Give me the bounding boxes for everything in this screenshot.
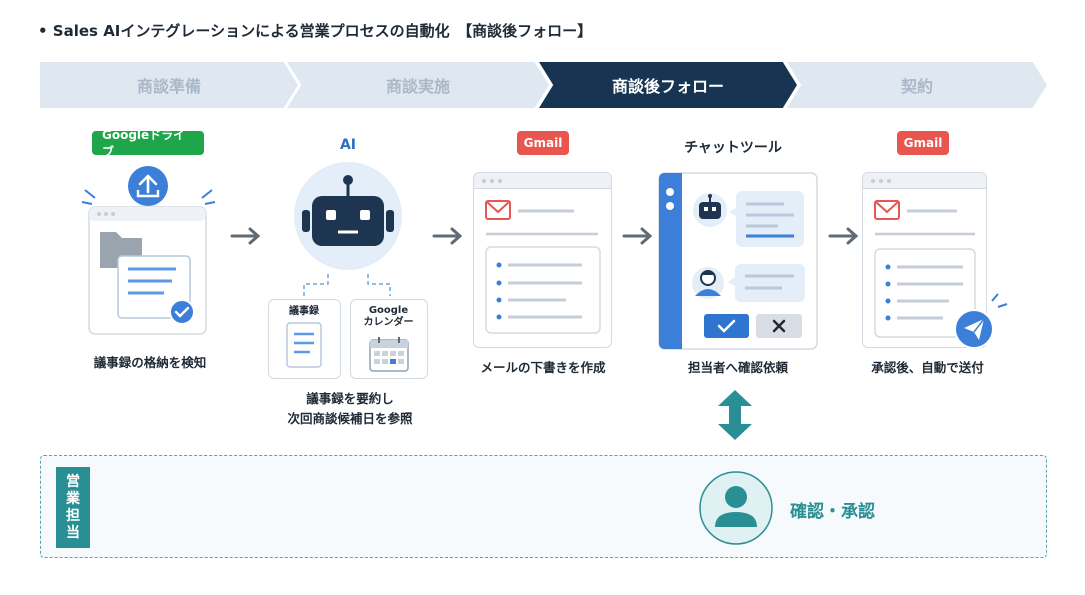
page-title: • Sales AIインテグレーションによる営業プロセスの自動化 【商談後フォロ… bbox=[38, 22, 593, 40]
chat-tool-label: チャットツール bbox=[684, 140, 782, 156]
user-icon bbox=[699, 471, 773, 545]
minutes-card: 議事録 bbox=[268, 299, 341, 379]
stage-follow-up: 商談後フォロー bbox=[539, 62, 797, 108]
user-icon bbox=[692, 267, 724, 299]
robot-icon bbox=[693, 193, 727, 227]
check-icon bbox=[704, 314, 749, 338]
stage-label: 商談準備 bbox=[136, 77, 201, 96]
window-bar bbox=[474, 173, 611, 189]
stage-label: 契約 bbox=[900, 77, 933, 96]
sales-tag-char: 営 bbox=[66, 473, 80, 490]
window-bar bbox=[863, 173, 986, 189]
calendar-icon bbox=[369, 337, 409, 372]
arrow-right-icon bbox=[432, 227, 463, 245]
drive-illustration bbox=[81, 166, 216, 335]
upload-icon bbox=[81, 166, 216, 206]
ai-caption-line2: 次回商談候補日を参照 bbox=[287, 411, 413, 426]
sales-tag-char: 担 bbox=[66, 507, 80, 524]
ai-label: AI bbox=[339, 137, 357, 153]
document-icon bbox=[117, 255, 191, 319]
gmail-draft-caption: メールの下書きを作成 bbox=[480, 360, 606, 375]
ai-caption: 議事録を要約し 次回商談候補日を参照 bbox=[250, 389, 450, 429]
stage-meeting: 商談実施 bbox=[287, 62, 549, 108]
mail-icon bbox=[874, 200, 900, 220]
ai-caption-line1: 議事録を要約し bbox=[306, 391, 394, 406]
close-icon bbox=[756, 314, 802, 338]
chat-caption: 担当者へ確認依頼 bbox=[687, 360, 788, 375]
arrow-right-icon bbox=[230, 227, 261, 245]
sales-tag-char: 業 bbox=[66, 490, 80, 507]
stage-label: 商談後フォロー bbox=[611, 77, 724, 96]
stage-label: 商談実施 bbox=[385, 77, 450, 96]
calendar-card: Google カレンダー bbox=[350, 299, 428, 379]
mail-draft-content bbox=[485, 200, 601, 334]
mail-draft-window bbox=[473, 172, 612, 348]
stage-preparation: 商談準備 bbox=[40, 62, 298, 108]
double-arrow-icon bbox=[718, 390, 752, 440]
gmail-badge: Gmail bbox=[517, 131, 569, 155]
sales-rep-tag: 営 業 担 当 bbox=[56, 467, 90, 548]
mail-icon bbox=[485, 200, 511, 220]
google-drive-badge: Googleドライブ bbox=[92, 128, 204, 159]
ai-illustration bbox=[294, 162, 402, 296]
chat-window bbox=[658, 172, 818, 350]
robot-icon bbox=[302, 175, 394, 246]
gmail-send-caption: 承認後、自動で送付 bbox=[871, 360, 984, 375]
stage-contract: 契約 bbox=[787, 62, 1047, 108]
calendar-title-line1: Google bbox=[368, 305, 409, 316]
calendar-title-line2: カレンダー bbox=[363, 317, 414, 328]
check-circle-icon bbox=[169, 299, 195, 325]
sales-tag-char: 当 bbox=[66, 524, 80, 541]
minutes-title: 議事録 bbox=[289, 306, 319, 317]
gmail-badge: Gmail bbox=[897, 131, 949, 155]
arrow-right-icon bbox=[828, 227, 859, 245]
arrow-right-icon bbox=[622, 227, 653, 245]
send-icon bbox=[954, 293, 1008, 349]
drive-caption: 議事録の格納を検知 bbox=[93, 355, 207, 370]
document-icon bbox=[286, 322, 322, 368]
confirm-approve-label: 確認・承認 bbox=[790, 502, 875, 522]
mail-send-content bbox=[874, 200, 976, 338]
sales-rep-area bbox=[40, 455, 1047, 558]
